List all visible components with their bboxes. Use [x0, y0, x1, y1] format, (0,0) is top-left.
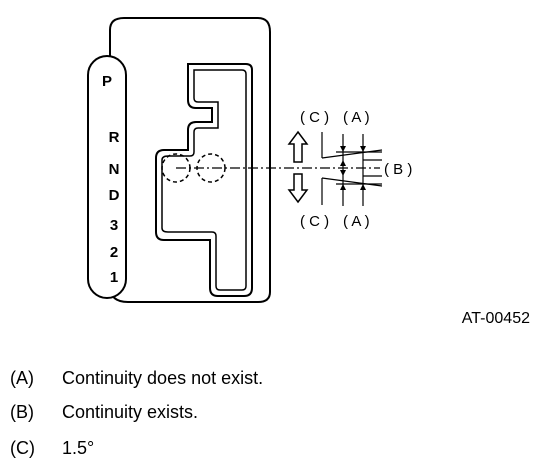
- callout-a-top: ( A ): [343, 109, 370, 126]
- legend-text: 1.5°: [62, 438, 95, 458]
- gear-label-r: R: [109, 129, 120, 146]
- shift-gate-outer: [155, 63, 253, 297]
- legend-text: Continuity does not exist.: [62, 368, 264, 388]
- legend-key: (C): [10, 438, 35, 458]
- legend-item-b: (B) Continuity exists.: [10, 400, 198, 424]
- legend-key: (B): [10, 402, 34, 422]
- legend-key: (A): [10, 368, 34, 388]
- callout-c-bottom: ( C ): [300, 213, 329, 230]
- callout-a-bottom: ( A ): [343, 213, 370, 230]
- dimension-arrowheads: [340, 146, 366, 190]
- gear-label-2: 2: [110, 244, 118, 261]
- selector-housing: [109, 17, 271, 303]
- shift-diagram: P R N D 3 2 1 ( C ) ( A ) ( B ) ( C ) ( …: [87, 17, 530, 327]
- gear-label-1: 1: [110, 269, 118, 286]
- legend-item-a: (A) Continuity does not exist.: [10, 366, 263, 390]
- arrow-up-icon: [287, 130, 309, 163]
- gear-indicator-strip: [87, 55, 127, 299]
- callout-c-top: ( C ): [300, 109, 329, 126]
- arrow-down-icon: [287, 173, 309, 204]
- gear-label-d: D: [109, 187, 120, 204]
- gear-label-3: 3: [110, 217, 118, 234]
- legend-item-c: (C) 1.5°: [10, 436, 94, 460]
- callout-b: ( B ): [384, 161, 412, 178]
- legend-text: Continuity exists.: [62, 402, 199, 422]
- angle-markers: [321, 132, 383, 206]
- gear-label-n: N: [109, 161, 120, 178]
- gear-label-p: P: [102, 73, 112, 90]
- shift-gate-inner: [161, 69, 247, 291]
- figure-id: AT-00452: [462, 310, 530, 327]
